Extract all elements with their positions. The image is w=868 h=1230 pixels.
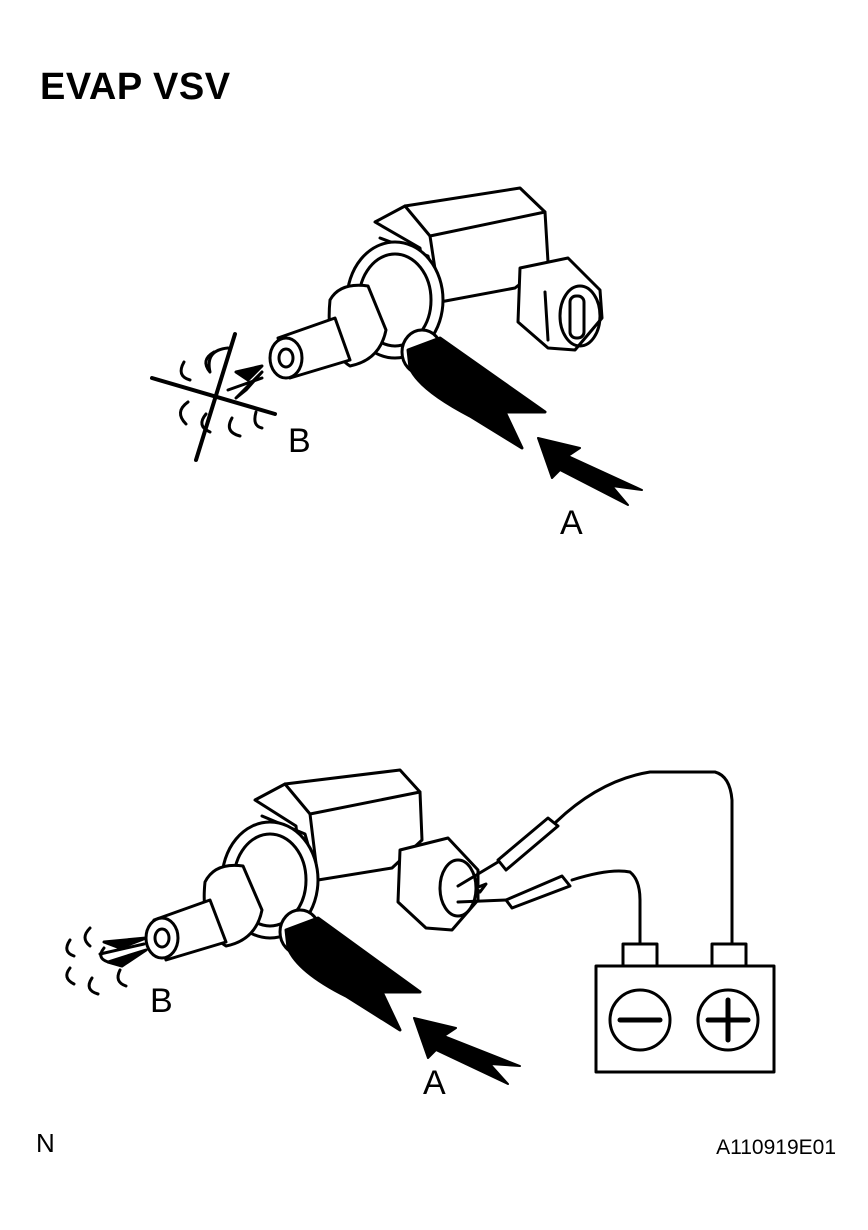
test-leads <box>456 770 734 946</box>
page-title: EVAP VSV <box>40 66 231 108</box>
top-air-arrow-a <box>537 437 643 506</box>
bottom-air-puff <box>65 926 148 996</box>
battery-positive-terminal-icon <box>696 988 760 1052</box>
battery-negative-terminal-icon <box>608 988 672 1052</box>
bottom-air-arrow-a <box>413 1017 521 1085</box>
top-port-b-label: B <box>288 422 311 460</box>
top-hose <box>406 336 547 450</box>
battery <box>594 942 776 1074</box>
figure-id: A110919E01 <box>716 1136 836 1159</box>
top-air-puff <box>179 346 264 438</box>
bottom-port-a-label: A <box>423 1064 446 1102</box>
footer-mark: N <box>36 1128 55 1158</box>
blocked-x-line-2 <box>194 332 237 462</box>
top-port-a-label: A <box>560 504 583 542</box>
bottom-vsv-valve <box>144 768 480 962</box>
bottom-hose <box>284 916 422 1032</box>
bottom-port-b-label: B <box>150 982 173 1020</box>
blocked-x-line-1 <box>150 376 277 416</box>
